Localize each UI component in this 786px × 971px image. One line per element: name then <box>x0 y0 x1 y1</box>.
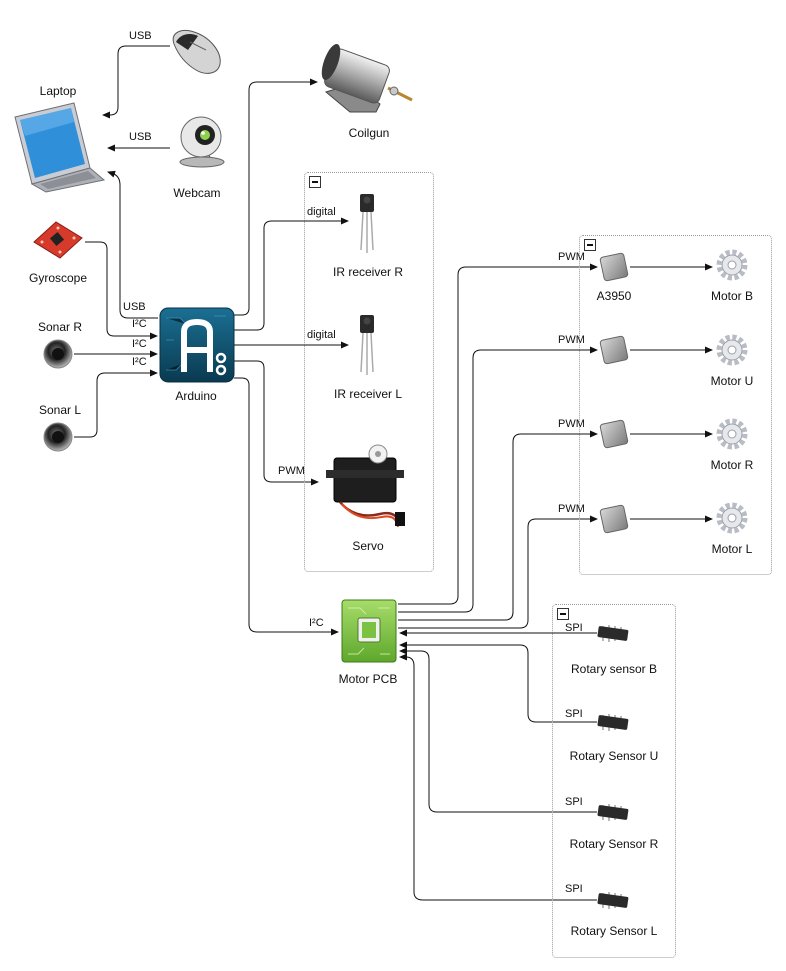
node-label-motor-pcb: Motor PCB <box>338 672 398 686</box>
node-label-rotary-sensor-b: Rotary sensor B <box>570 662 658 676</box>
node-label-rotary-sensor-l: Rotary Sensor L <box>570 924 658 938</box>
group-motors <box>579 235 772 575</box>
edge-label-pcb-i2c: I²C <box>309 617 324 629</box>
edge-label-pwm-b: PWM <box>558 251 585 263</box>
edge-rotary-l-pcb <box>399 653 597 901</box>
sonar-r-icon <box>43 339 73 369</box>
rotary-sensor-r-chip-icon <box>597 804 629 821</box>
mouse-icon <box>172 30 221 74</box>
edge-label-arduino-usb: USB <box>123 301 146 313</box>
edge-arduino-laptop <box>107 170 158 319</box>
sonar-l-icon <box>43 422 73 452</box>
node-label-coilgun: Coilgun <box>348 126 390 140</box>
collapse-toggle-rotary-sensors[interactable] <box>557 608 569 620</box>
webcam-icon <box>179 116 225 168</box>
ir-receiver-r-icon <box>360 194 374 253</box>
coilgun-icon <box>321 43 413 113</box>
motor-driver-r-icon <box>599 419 629 449</box>
edge-sonar-l-arduino <box>74 369 158 438</box>
node-label-ir-receiver-l: IR receiver L <box>333 387 403 401</box>
motor-driver-u-icon <box>599 335 629 365</box>
edges <box>74 45 713 901</box>
rotary-sensor-l-chip-icon <box>597 892 629 909</box>
collapse-toggle-motors[interactable] <box>584 239 596 251</box>
edge-rotary-r-pcb <box>399 647 597 813</box>
edge-arduino-pcb <box>234 377 339 636</box>
node-label-rotary-sensor-u: Rotary Sensor U <box>569 749 659 763</box>
node-label-rotary-sensor-r: Rotary Sensor R <box>569 837 659 851</box>
rotary-sensor-u-chip-icon <box>597 714 629 731</box>
motor-driver-b-icon <box>599 252 629 282</box>
edge-label-sonar-l-i2c: I²C <box>132 356 147 368</box>
edge-gyro-arduino <box>85 241 158 340</box>
node-label-motor-l: Motor L <box>711 542 753 556</box>
edge-arduino-ir-r <box>234 217 349 331</box>
arduino-icon <box>159 307 235 383</box>
node-label-sonar-l: Sonar L <box>38 403 82 417</box>
edge-rotary-u-pcb <box>399 641 597 723</box>
edge-label-mouse-usb: USB <box>129 30 152 42</box>
edge-pcb-driver-r <box>398 430 598 621</box>
edge-label-ir-l-digital: digital <box>307 329 336 341</box>
gyroscope-icon <box>33 221 83 259</box>
edge-label-gyro-i2c: I²C <box>132 318 147 330</box>
node-label-webcam: Webcam <box>173 186 221 200</box>
motor-u-gear-icon <box>716 334 748 366</box>
edge-label-spi-b: SPI <box>565 622 583 634</box>
node-label-laptop: Laptop <box>39 84 77 98</box>
node-label-gyroscope: Gyroscope <box>28 271 88 285</box>
group-arduino-peripherals <box>304 172 434 572</box>
edge-pcb-driver-l <box>398 515 598 629</box>
node-label-ir-receiver-r: IR receiver R <box>332 265 404 279</box>
motor-b-gear-icon <box>716 249 748 281</box>
edge-arduino-coilgun <box>234 78 318 316</box>
node-label-motor-r: Motor R <box>710 458 754 472</box>
edge-arduino-servo <box>234 360 319 486</box>
edge-mouse-laptop <box>102 45 170 119</box>
edge-label-spi-l: SPI <box>565 883 583 895</box>
node-label-sonar-r: Sonar R <box>37 320 83 334</box>
laptop-icon <box>14 102 106 193</box>
ir-receiver-l-icon <box>360 315 374 375</box>
rotary-sensor-b-chip-icon <box>597 625 629 642</box>
edge-label-pwm-u: PWM <box>558 334 585 346</box>
motor-l-gear-icon <box>716 502 748 534</box>
edge-label-pwm-r: PWM <box>558 418 585 430</box>
edge-pcb-driver-b <box>398 263 598 605</box>
motor-pcb-icon <box>341 599 397 663</box>
edge-label-spi-r: SPI <box>565 796 583 808</box>
node-label-motor-u: Motor U <box>710 374 754 388</box>
motor-r-gear-icon <box>716 418 748 450</box>
group-rotary-sensors <box>552 604 676 958</box>
edge-label-pwm-l: PWM <box>558 503 585 515</box>
motor-driver-l-icon <box>599 504 629 534</box>
edge-label-sonar-r-i2c: I²C <box>132 338 147 350</box>
edge-label-spi-u: SPI <box>565 708 583 720</box>
node-label-arduino: Arduino <box>175 389 217 403</box>
node-label-a3950: A3950 <box>596 289 632 303</box>
edge-label-ir-r-digital: digital <box>307 206 336 218</box>
collapse-toggle-arduino-peripherals[interactable] <box>309 176 321 188</box>
edge-label-servo-pwm: PWM <box>278 465 305 477</box>
node-label-servo: Servo <box>352 539 384 553</box>
servo-icon <box>326 444 405 528</box>
edge-label-webcam-usb: USB <box>129 131 152 143</box>
node-label-motor-b: Motor B <box>710 289 754 303</box>
edge-pcb-driver-u <box>398 346 598 613</box>
